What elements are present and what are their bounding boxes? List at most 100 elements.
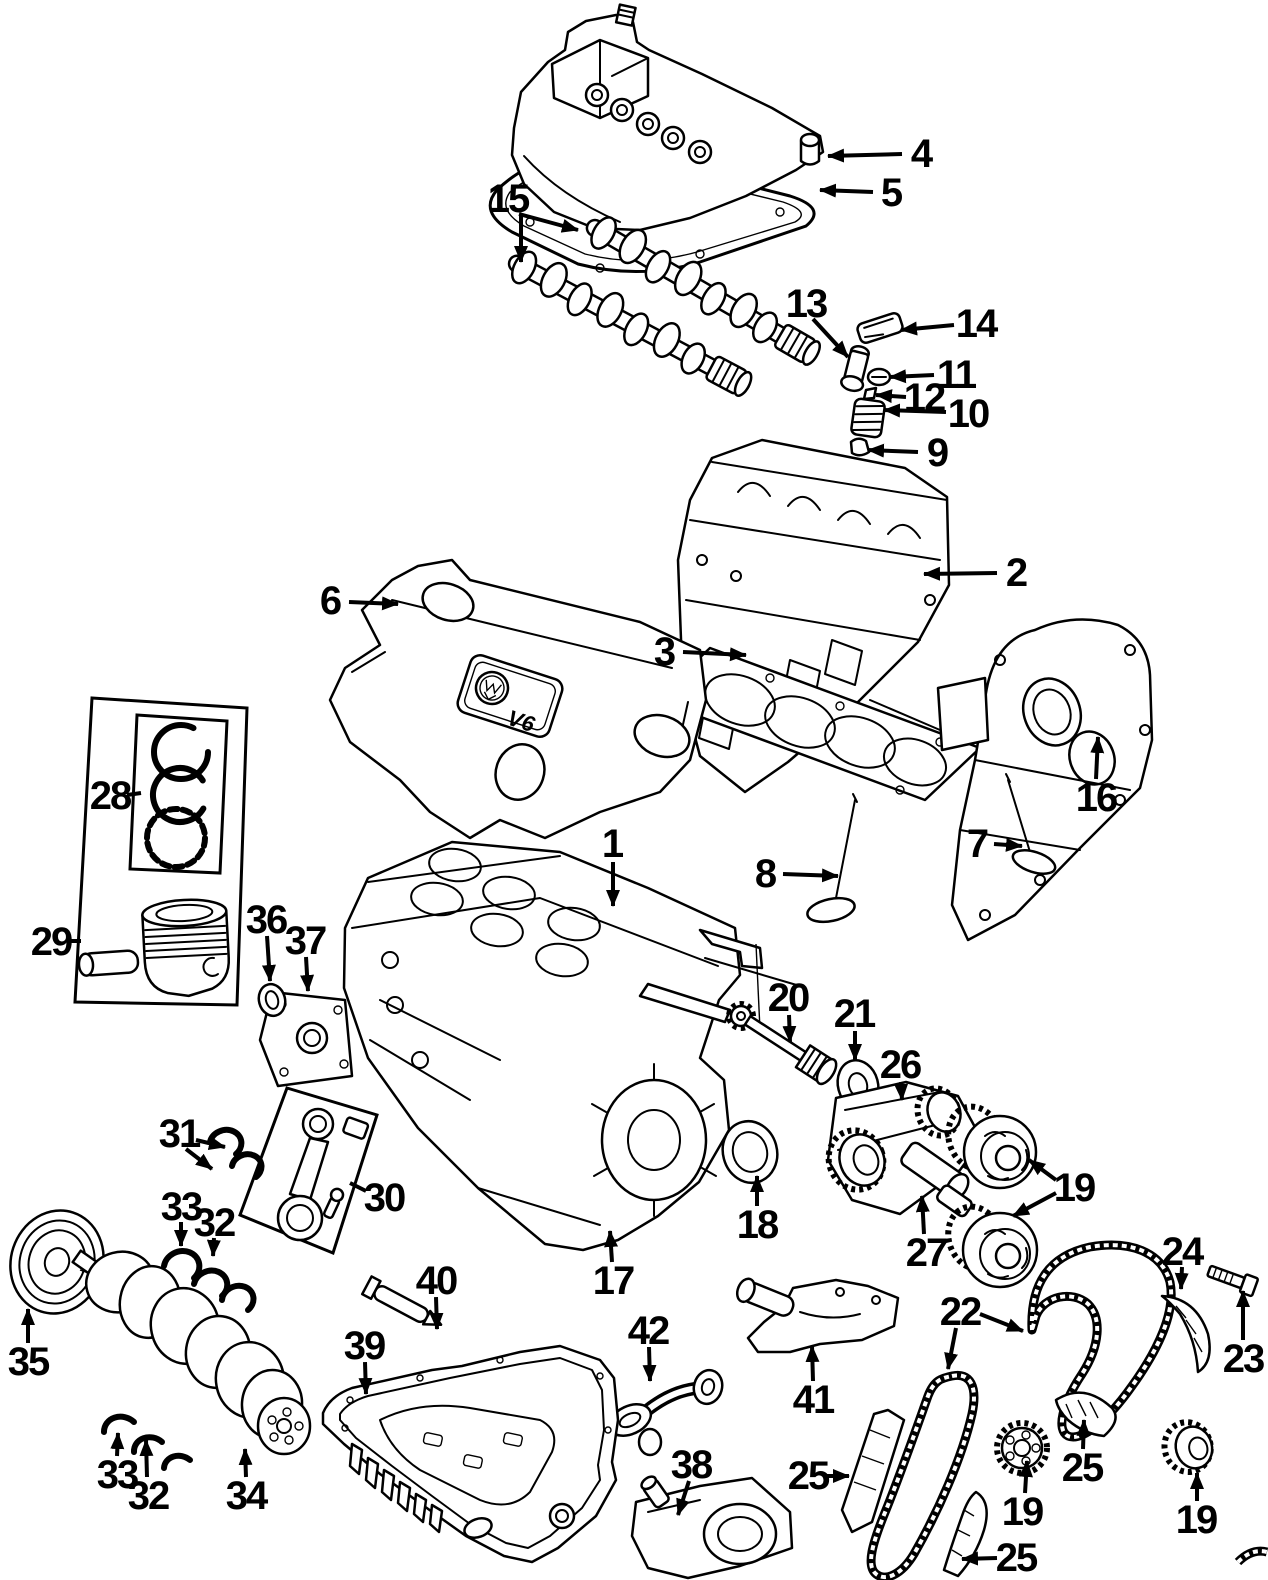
callout-number: 29 — [31, 920, 72, 964]
callout-20: 20 — [768, 976, 811, 1043]
piston-rings — [144, 722, 211, 870]
callout-3: 3 — [654, 630, 747, 674]
callout-41: 41 — [793, 1345, 837, 1422]
callout-8: 8 — [755, 852, 839, 896]
callout-25: 25 — [1062, 1419, 1106, 1490]
chain-fragment — [1234, 1546, 1268, 1566]
callout-25: 25 — [788, 1454, 850, 1498]
chain-guide-rail — [840, 1408, 906, 1534]
vvt-sprocket-upper — [945, 1103, 1038, 1190]
line-art: V6 — [9, 3, 1268, 1580]
cam-follower — [856, 312, 904, 344]
callout-number: 16 — [1076, 776, 1117, 820]
callout-4: 4 — [827, 132, 936, 176]
callout-number: 20 — [768, 976, 809, 1020]
chain-guide-shoe — [1054, 1391, 1117, 1438]
callout-number: 38 — [671, 1443, 713, 1487]
callout-number: 8 — [755, 852, 777, 896]
callout-23: 23 — [1223, 1290, 1266, 1381]
callout-number: 22 — [940, 1290, 981, 1334]
callout-24: 24 — [1162, 1230, 1207, 1290]
dowel-pin — [360, 1275, 443, 1326]
callout-6: 6 — [320, 579, 399, 623]
callout-number: 14 — [956, 302, 999, 346]
pin-clip — [202, 956, 219, 977]
front-flange-plate — [258, 990, 354, 1088]
vw-roundel-icon — [474, 670, 510, 706]
callout-37: 37 — [285, 919, 328, 992]
callout-number: 27 — [906, 1231, 947, 1275]
rod-bearing-shells — [207, 1126, 265, 1180]
spark-plug-wells — [584, 82, 713, 165]
callout-number: 18 — [737, 1203, 779, 1247]
callout-number: 21 — [834, 992, 876, 1036]
callout-33: 33 — [161, 1185, 204, 1247]
callout-19: 19 — [1002, 1460, 1045, 1534]
callout-42: 42 — [628, 1309, 671, 1382]
water-pump — [735, 1277, 900, 1354]
callout-number: 1 — [602, 822, 624, 866]
callout-number: 33 — [161, 1185, 202, 1229]
timing-chain-lower — [866, 1370, 979, 1580]
callout-29: 29 — [31, 920, 81, 964]
callout-number: 23 — [1223, 1337, 1264, 1381]
callout-16: 16 — [1076, 736, 1119, 820]
callout-19: 19 — [1176, 1472, 1219, 1542]
callout-1: 1 — [602, 822, 626, 907]
callout-number: 13 — [786, 282, 827, 326]
callout-number: 41 — [793, 1378, 835, 1422]
valve-exhaust — [1005, 773, 1057, 875]
callout-25: 25 — [961, 1536, 1040, 1580]
front-seal — [257, 982, 287, 1018]
callout-5: 5 — [819, 171, 905, 215]
callout-number: 40 — [416, 1259, 457, 1303]
callout-19: 19 — [1012, 1158, 1097, 1218]
oil-pan — [321, 1344, 620, 1564]
callout-number: 30 — [364, 1176, 405, 1220]
callout-15: 15 — [488, 177, 579, 263]
callout-number: 35 — [8, 1340, 50, 1384]
breather-cap — [799, 132, 821, 166]
callout-2: 2 — [923, 551, 1029, 595]
valve-cover — [510, 3, 825, 232]
callout-30: 30 — [349, 1176, 407, 1220]
callout-18: 18 — [737, 1175, 781, 1247]
callout-number: 25 — [996, 1536, 1038, 1580]
crank-seal — [721, 1120, 779, 1184]
crankshaft — [71, 1249, 312, 1456]
callout-number: 19 — [1054, 1166, 1095, 1210]
engine-cover: V6 — [328, 558, 708, 840]
callout-14: 14 — [900, 302, 1001, 346]
main-bearing-shells-lower — [100, 1413, 193, 1471]
piston-kit-box — [73, 696, 249, 1007]
callout-number: 26 — [880, 1043, 921, 1087]
callout-12: 12 — [875, 376, 947, 420]
callout-number: 28 — [90, 774, 132, 818]
callout-number: 11 — [937, 353, 977, 397]
callout-11: 11 — [889, 353, 979, 397]
callout-number: 24 — [1162, 1230, 1205, 1274]
callout-36: 36 — [246, 898, 289, 982]
wrist-pin — [77, 949, 140, 977]
callout-number: 9 — [927, 431, 948, 475]
callout-9: 9 — [867, 431, 950, 475]
main-bearing-shells-upper — [161, 1248, 257, 1313]
valve-intake — [806, 793, 858, 924]
callout-31: 31 — [159, 1112, 226, 1171]
callout-number: 2 — [1006, 551, 1027, 595]
callout-35: 35 — [8, 1308, 52, 1384]
callout-21: 21 — [834, 992, 878, 1061]
callout-number: 19 — [1002, 1490, 1043, 1534]
callout-number: 31 — [159, 1112, 201, 1156]
callout-number: 37 — [285, 919, 326, 963]
callout-number: 7 — [967, 822, 988, 866]
callout-number: 3 — [654, 630, 675, 674]
callout-number: 42 — [628, 1309, 669, 1353]
chain-tensioner-blade — [1160, 1294, 1211, 1374]
piston — [141, 898, 230, 998]
callout-number: 32 — [128, 1474, 169, 1518]
connecting-rod-kit — [238, 1086, 379, 1256]
oil-cooler — [630, 1475, 794, 1580]
